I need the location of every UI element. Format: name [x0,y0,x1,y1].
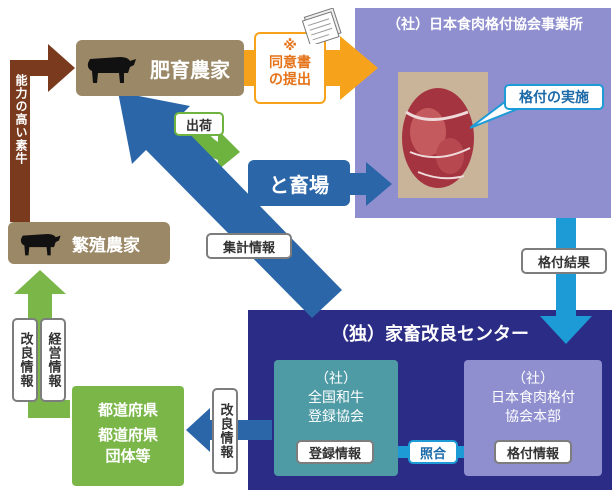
aggregate-info-tag: 集計情報 [206,233,292,259]
fattening-farm-label: 肥育農家 [150,57,230,82]
breeding-farm-node: 繁殖農家 [8,222,170,264]
grading-results-tag: 格付結果 [521,248,607,274]
prefecture-line3: 団体等 [105,447,151,465]
center-title: （独）家畜改良センター [331,324,529,345]
cow-icon [87,57,136,83]
wagyu-org-line1: （社） [315,371,357,387]
document-icon [301,8,342,44]
improvement-info-tag-center: 改良情報 [212,388,238,474]
grading-hq-line3: 協会本部 [505,409,561,425]
consent-box: ※ 同意書 の提出 [254,32,326,104]
wagyu-org-line2: 全国和牛 [308,390,364,406]
prefecture-box: 都道府県 都道府県 団体等 [72,386,184,486]
grading-office-title: （社）日本食肉格付協会事業所 [387,17,583,33]
shipment-tag: 出荷 [174,112,224,136]
breeding-farm-label: 繁殖農家 [72,235,140,256]
high-ability-cattle-arrow [10,44,75,222]
cow-icon [20,233,61,256]
wagyu-org-line3: 登録協会 [308,409,364,425]
prefecture-line1: 都道府県 [97,401,158,419]
high-ability-cattle-label: 能力の高い素牛 [14,74,28,165]
grading-hq-line2: 日本食肉格付 [491,390,575,406]
fattening-farm-node: 肥育農家 [76,40,244,96]
grading-hq-line1: （社） [512,371,554,387]
slaughter-arrow [350,162,392,206]
aggregate-info-arrow [118,92,342,318]
grading-info-tag: 格付情報 [494,440,572,464]
registration-info-tag: 登録情報 [296,440,374,464]
consent-line1: 同意書 [269,55,311,71]
grading-callout: 格付の実施 [504,84,604,110]
consent-line2: の提出 [269,72,311,88]
improvement-info-tag-left: 改良情報 [12,318,38,402]
slaughterhouse-node: と畜場 [248,160,350,206]
matching-tag: 照合 [408,440,458,464]
beef-photo [398,72,488,198]
prefecture-line2: 都道府県 [97,426,158,444]
consent-mark: ※ [283,38,297,54]
management-info-tag: 経営情報 [40,318,66,402]
grading-results-arrow [540,218,592,344]
